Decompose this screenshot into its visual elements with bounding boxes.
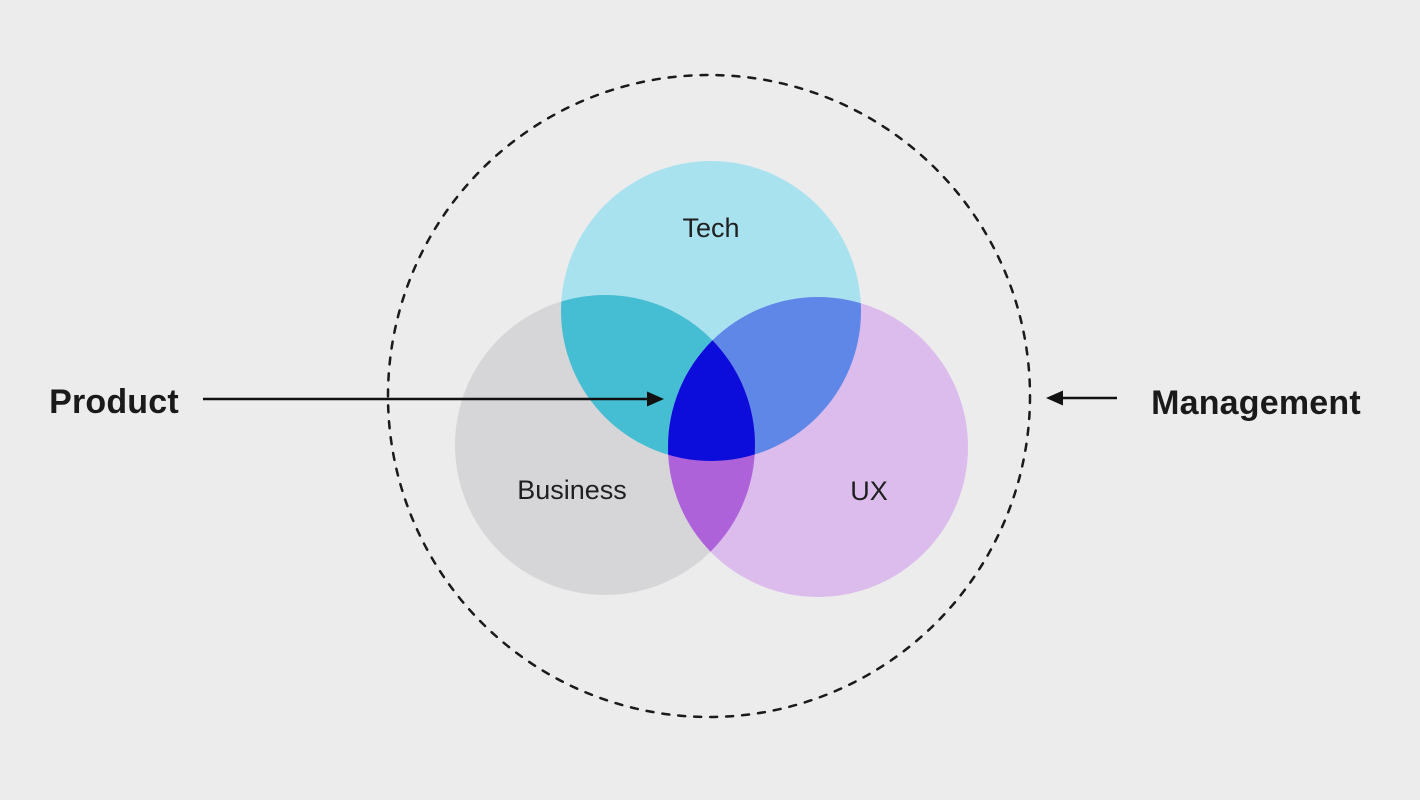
management-label: Management	[1151, 384, 1361, 422]
tech-label: Tech	[682, 213, 739, 243]
business-label: Business	[517, 475, 627, 505]
product-arrow	[203, 391, 664, 407]
product-label: Product	[49, 383, 179, 421]
ux-label: UX	[850, 476, 888, 506]
management-arrowhead	[1046, 390, 1063, 406]
product-arrowhead	[647, 391, 664, 407]
management-boundary-dashed-circle	[386, 73, 1032, 719]
management-arrow	[1046, 390, 1117, 406]
